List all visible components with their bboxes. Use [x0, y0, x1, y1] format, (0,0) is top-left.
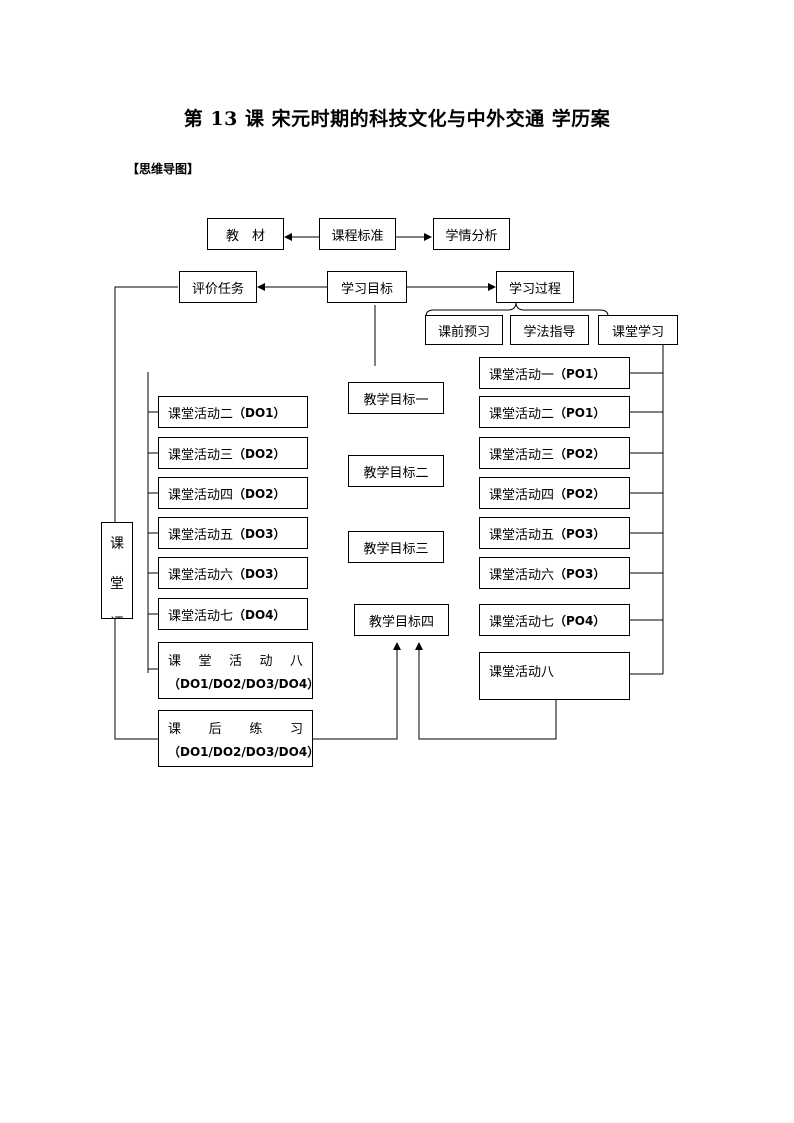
process-step-classroom-learning: 课堂学习 — [598, 315, 678, 345]
right-activity-1: 课堂活动一（PO1） — [479, 357, 630, 389]
curriculum-standard-box: 课程标准 — [319, 218, 396, 250]
activity-name: 课堂活动二 — [168, 406, 234, 422]
activity-code: （PO4） — [554, 613, 606, 628]
right-activity-6: 课堂活动六（PO3） — [479, 557, 630, 589]
activity-name: 课堂活动四 — [168, 487, 234, 503]
left-activity-8: 课 堂 活 动 八 （DO1/DO2/DO3/DO4） — [158, 642, 320, 699]
right-activity-5: 课堂活动五（PO3） — [479, 517, 630, 549]
classroom-evaluation-box: 课 堂 评 — [101, 522, 133, 619]
activity-name: 课堂活动一 — [489, 367, 555, 383]
learning-goal-box: 学习目标 — [327, 271, 407, 303]
activity8-char: 活 — [228, 653, 242, 669]
activity-code: （DO1） — [233, 405, 286, 420]
activity-code: （DO3） — [233, 566, 286, 581]
activity-name: 课堂活动七 — [168, 608, 234, 624]
activity8-char: 动 — [259, 653, 273, 669]
activity-name: 课堂活动七 — [489, 614, 555, 630]
homework-char: 课 — [168, 721, 182, 737]
left-activity-6: 课堂活动六（DO3） — [158, 557, 308, 589]
teaching-goal-one: 教学目标一 — [348, 382, 444, 414]
activity-code: （DO3） — [233, 526, 286, 541]
activity8-char: 课 — [168, 653, 182, 669]
activity-name: 课堂活动六 — [168, 567, 234, 583]
activity8-char: 八 — [289, 653, 303, 669]
left-activity-3: 课堂活动三（DO2） — [158, 437, 308, 469]
classroom-eval-char: 堂 — [110, 576, 124, 592]
activity-code: （DO2） — [233, 446, 286, 461]
learning-process-box: 学习过程 — [496, 271, 574, 303]
homework-char: 习 — [289, 721, 303, 737]
homework-char: 后 — [208, 721, 222, 737]
activity-name: 课堂活动六 — [489, 567, 555, 583]
page-title: 第 13 课 宋元时期的科技文化与中外交通 学历案 — [183, 108, 611, 130]
activity-code: （PO3） — [554, 566, 606, 581]
classroom-eval-char: 课 — [110, 536, 124, 552]
right-activity-8: 课堂活动八 — [479, 652, 630, 700]
left-activity-4: 课堂活动四（DO2） — [158, 477, 308, 509]
classroom-eval-char: 评 — [110, 613, 124, 618]
activity-name: 课堂活动二 — [489, 406, 555, 422]
process-step-method-guidance: 学法指导 — [510, 315, 589, 345]
learner-analysis-box: 学情分析 — [433, 218, 510, 250]
activity-code: （DO4） — [233, 607, 286, 622]
right-activity-3: 课堂活动三（PO2） — [479, 437, 630, 469]
right-activity-4: 课堂活动四（PO2） — [479, 477, 630, 509]
activity-name: 课堂活动五 — [489, 527, 555, 543]
activity8-char: 堂 — [198, 653, 212, 669]
left-activity-2: 课堂活动二（DO1） — [158, 396, 308, 428]
activity-code: （DO2） — [233, 486, 286, 501]
right-activity-7: 课堂活动七（PO4） — [479, 604, 630, 636]
homework-char: 练 — [249, 721, 263, 737]
activity-name: 课堂活动三 — [168, 447, 234, 463]
process-step-preview: 课前预习 — [425, 315, 503, 345]
section-label-mindmap: 【思维导图】 — [127, 162, 200, 176]
left-activity-5: 课堂活动五（DO3） — [158, 517, 308, 549]
teaching-goal-three: 教学目标三 — [348, 531, 444, 563]
right-activity-2: 课堂活动二（PO1） — [479, 396, 630, 428]
homework-box: 课 后 练 习 （DO1/DO2/DO3/DO4） — [158, 710, 320, 767]
activity-name: 课堂活动四 — [489, 487, 555, 503]
activity-code: （PO2） — [554, 486, 606, 501]
activity-code: （PO1） — [554, 366, 606, 381]
textbook-box: 教 材 — [207, 218, 284, 250]
activity-name: 课堂活动八 — [489, 665, 555, 680]
teaching-goal-two: 教学目标二 — [348, 455, 444, 487]
left-activity-7: 课堂活动七（DO4） — [158, 598, 308, 630]
activity8-code: （DO1/DO2/DO3/DO4） — [168, 676, 320, 691]
activity-code: （PO2） — [554, 446, 606, 461]
evaluation-task-box: 评价任务 — [179, 271, 257, 303]
activity-code: （PO3） — [554, 526, 606, 541]
activity-code: （PO1） — [554, 405, 606, 420]
homework-code: （DO1/DO2/DO3/DO4） — [168, 744, 320, 759]
teaching-goal-four: 教学目标四 — [354, 604, 449, 636]
activity-name: 课堂活动三 — [489, 447, 555, 463]
activity-name: 课堂活动五 — [168, 527, 234, 543]
